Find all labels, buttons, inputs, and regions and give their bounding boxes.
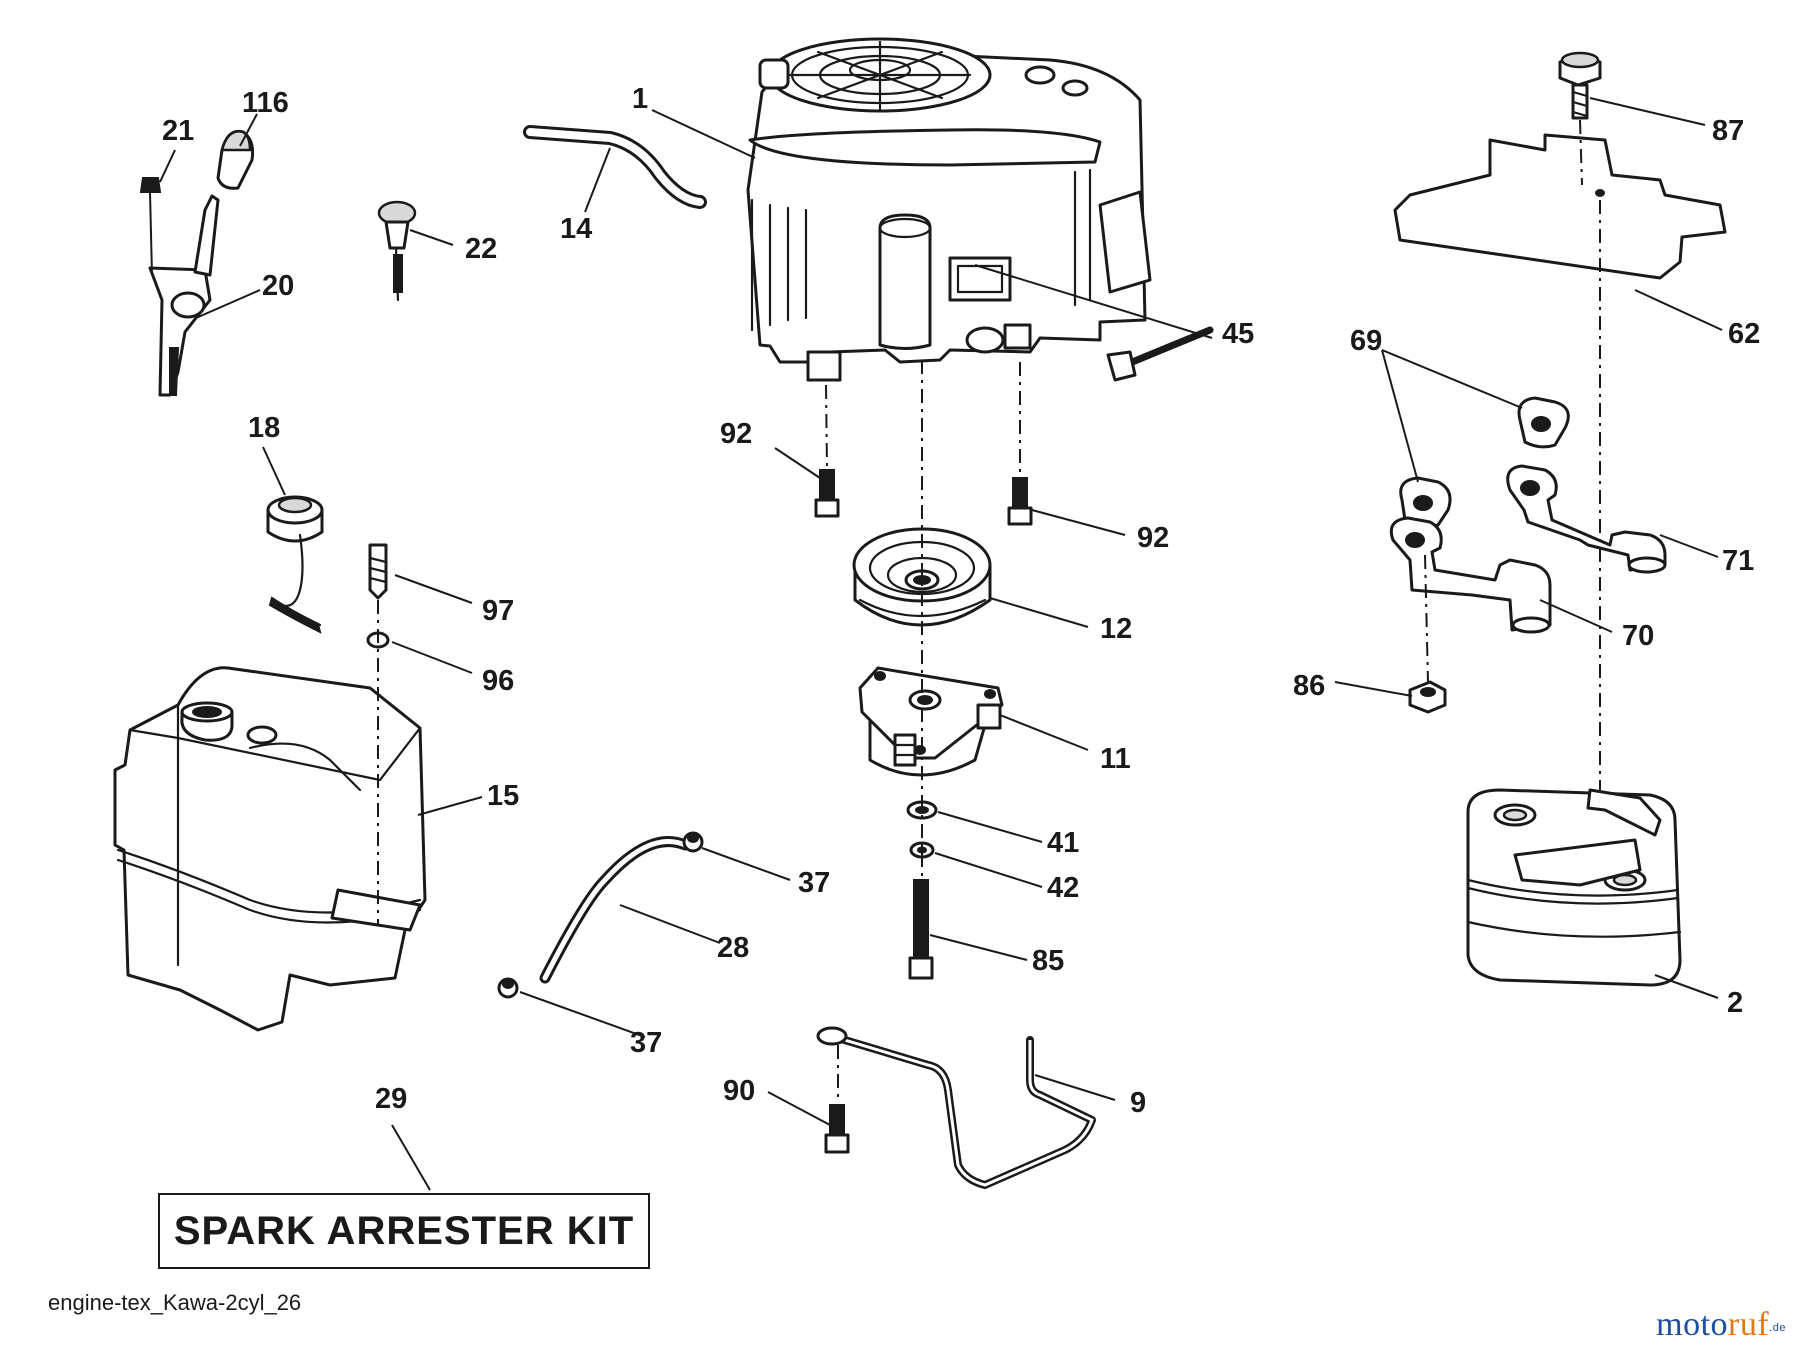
gasket-part-69-lower [1399, 476, 1452, 529]
fuel-hose-part-28 [539, 836, 691, 984]
callout-28: 28 [717, 932, 749, 964]
callout-1: 1 [632, 83, 648, 115]
exhaust-pipe-part-70 [1389, 516, 1552, 634]
callout-37-lower: 37 [630, 1027, 662, 1059]
heat-shield-part-62 [1393, 133, 1727, 280]
callout-116: 116 [242, 87, 289, 119]
gasket-part-69-upper [1517, 396, 1570, 449]
callout-37-upper: 37 [798, 867, 830, 899]
screw-part-97 [368, 543, 388, 600]
callout-62: 62 [1728, 318, 1760, 350]
callout-2: 2 [1727, 987, 1743, 1019]
callout-96: 96 [482, 665, 514, 697]
callout-15: 15 [487, 780, 519, 812]
electric-clutch-part-11 [858, 666, 1004, 777]
callout-92-right: 92 [1137, 522, 1169, 554]
throttle-control-part-20 [148, 194, 220, 397]
watermark-suffix: .de [1769, 1322, 1786, 1334]
exhaust-pipe-part-71 [1506, 464, 1667, 574]
callout-numbers: 1 14 116 21 20 22 18 97 96 15 29 37 28 3… [162, 83, 1760, 1119]
callout-20: 20 [262, 270, 294, 302]
engine-part-1 [746, 37, 1152, 382]
watermark-accent: ruf [1728, 1306, 1770, 1343]
callout-14: 14 [560, 213, 592, 245]
callout-42: 42 [1047, 872, 1079, 904]
watermark-logo: motoruf.de [1656, 1306, 1786, 1344]
bolt-part-21 [139, 177, 162, 276]
fuel-line-part-14 [523, 125, 707, 209]
callout-9: 9 [1130, 1087, 1146, 1119]
spark-arrester-kit-label: SPARK ARRESTER KIT [173, 1208, 635, 1253]
callout-45: 45 [1222, 318, 1254, 350]
spark-arrester-kit-box: SPARK ARRESTER KIT [158, 1193, 650, 1269]
hose-clamp-part-37-upper [682, 831, 704, 853]
callout-85: 85 [1032, 945, 1064, 977]
callout-12: 12 [1100, 613, 1132, 645]
muffler-part-2 [1466, 788, 1682, 987]
knob-part-116 [216, 129, 255, 190]
diagram-file-name: engine-tex_Kawa-2cyl_26 [48, 1290, 302, 1315]
callout-29: 29 [375, 1083, 407, 1115]
callout-41: 41 [1047, 827, 1079, 859]
callout-90: 90 [723, 1075, 755, 1107]
bolt-part-92-right [1007, 477, 1033, 526]
callout-leader-lines [159, 97, 1723, 1191]
callout-18: 18 [248, 412, 280, 444]
callout-97: 97 [482, 595, 514, 627]
bolt-part-85 [908, 879, 934, 980]
fuel-cap-part-18 [266, 495, 324, 634]
hose-clamp-part-37-lower [497, 977, 519, 999]
connector-part-45 [1106, 326, 1214, 382]
callout-11: 11 [1100, 743, 1131, 775]
callout-70: 70 [1622, 620, 1654, 652]
callout-86: 86 [1293, 670, 1325, 702]
callout-22: 22 [465, 233, 497, 265]
bolt-part-90 [824, 1104, 850, 1154]
assembly-center-lines [377, 119, 1601, 1103]
choke-knob-part-22 [377, 200, 417, 302]
knob-part-87 [1558, 51, 1602, 120]
callout-69: 69 [1350, 325, 1382, 357]
control-rod-part-9 [816, 1026, 1096, 1189]
watermark-main: moto [1656, 1306, 1729, 1343]
callout-92-left: 92 [720, 418, 752, 450]
callout-87: 87 [1712, 115, 1744, 147]
callout-21: 21 [162, 115, 194, 147]
bolt-part-92-left [814, 469, 840, 518]
callout-71: 71 [1722, 545, 1754, 577]
nut-part-86 [1408, 680, 1447, 714]
